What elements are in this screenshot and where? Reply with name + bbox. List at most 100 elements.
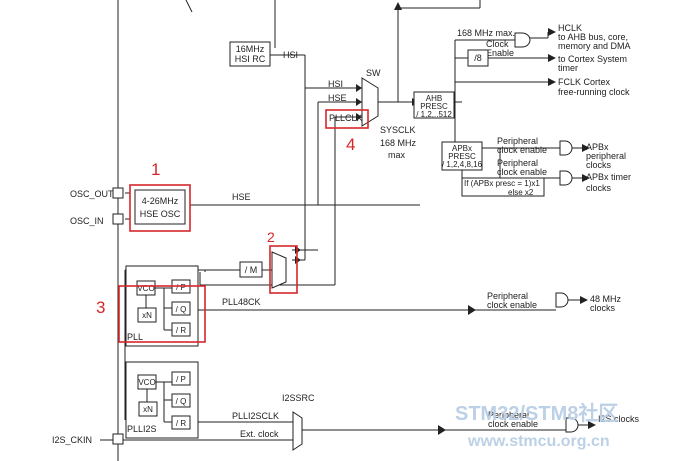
annotation-number-1: 1 — [151, 160, 160, 179]
periph-enable-4-line-2: clock enable — [488, 419, 538, 429]
sw-label: SW — [366, 68, 381, 78]
pll-div-p-label: / P — [176, 283, 186, 292]
usb48-gate — [555, 292, 569, 308]
hsi-rc-block: 16MHz HSI RC — [229, 41, 271, 67]
clk48-label-2: clocks — [590, 303, 616, 313]
apb-periph-gate — [559, 140, 573, 156]
osc-in-label: OSC_IN — [70, 216, 104, 226]
periph-enable-4-line-1: Peripheral — [488, 410, 529, 420]
pll-div-q-label: / Q — [176, 305, 187, 314]
plli2s-vco-label: VCO — [138, 378, 155, 387]
clock-enable-label-2: Enable — [486, 48, 514, 58]
highlight-box-1 — [129, 184, 191, 232]
pllclk-label: PLLCLK — [329, 113, 363, 123]
plli2s-mul-n-label: xN — [143, 405, 153, 414]
clock-enable-label-1: Clock — [486, 39, 509, 49]
highlight-annotations: 1 2 3 4 — [96, 109, 369, 343]
plli2s-block: VCO / P xN / Q / R PLLI2S — [125, 361, 199, 439]
hse-osc-block: 4-26MHz HSE OSC — [134, 189, 186, 225]
i2s-clocks-label: I2S clocks — [598, 414, 640, 424]
pll-main-block: VCO / P xN / Q / R PLL — [125, 265, 199, 347]
osc-out-label: OSC_OUT — [70, 189, 114, 199]
pll-label: PLL — [127, 332, 143, 342]
div-m-box — [239, 261, 263, 278]
i2s-ckin-pin — [112, 433, 124, 445]
hse-osc-label-1: 4-26MHz — [142, 196, 179, 206]
ahb-label-1: AHB — [426, 94, 442, 103]
ahb-prescaler: AHB PRESC / 1,2,..512 — [413, 91, 455, 119]
apbx-label-1: APBx — [452, 144, 472, 153]
watermark-line-2: www.stmcu.org.cn — [467, 433, 610, 450]
watermark-line-1: STM32/STM8社区 — [455, 401, 618, 425]
periph-enable-2-line-2: clock enable — [497, 167, 547, 177]
watermark: STM32/STM8社区 www.stmcu.org.cn — [455, 401, 618, 450]
apbx-periph-label-2: peripheral — [586, 151, 626, 161]
cortex-timer-label-1: to Cortex System — [558, 54, 627, 64]
apbx-periph-label-3: clocks — [586, 160, 612, 170]
hsi-wire-label: HSI — [283, 50, 298, 60]
sysclk-label-3: max — [388, 150, 406, 160]
pll-mul-n-label: xN — [142, 311, 152, 320]
hclk-label-3: memory and DMA — [558, 41, 631, 51]
fclk-label-2: free-running clock — [558, 87, 630, 97]
ext-clock-label: Ext. clock — [240, 429, 279, 439]
pll-div-r-label: / R — [176, 326, 186, 335]
wires — [100, 0, 588, 461]
hsi-rc-label-2: HSI RC — [235, 54, 266, 64]
i2s-ckin-label: I2S_CKIN — [52, 435, 92, 445]
sysclk-label-1: SYSCLK — [380, 125, 416, 135]
periph-enable-2-line-1: Peripheral — [497, 158, 538, 168]
apb-timer-gate — [559, 170, 573, 186]
pll-vco-label: VCO — [137, 284, 154, 293]
div-m-label: / M — [245, 265, 258, 275]
annotation-number-2: 2 — [267, 229, 275, 245]
hclk-label-2: to AHB bus, core, — [558, 32, 628, 42]
ahb-label-2: PRESC — [420, 102, 448, 111]
hsi-rc-label-1: 16MHz — [236, 44, 265, 54]
plli2sclk-label: PLLI2SCLK — [232, 411, 279, 421]
div8-box — [467, 49, 489, 67]
apb-note-line-2: else x2 — [508, 188, 534, 197]
apb-note-box — [461, 177, 545, 197]
sw-hse-label: HSE — [328, 93, 347, 103]
periph-enable-3-line-2: clock enable — [487, 300, 537, 310]
hclk-label-1: HCLK — [558, 23, 582, 33]
highlight-box-3 — [118, 285, 206, 343]
apbx-prescaler: APBx PRESC / 1,2,4,8,16 — [441, 141, 483, 171]
plli2s-div-q-label: / Q — [176, 397, 187, 406]
apbx-label-3: / 1,2,4,8,16 — [442, 160, 483, 169]
periph-enable-1-line-1: Peripheral — [497, 136, 538, 146]
sysclk-label-2: 168 MHz — [380, 138, 417, 148]
sw-mux: SW HSI HSE PLLCLK — [328, 68, 381, 127]
max168-label: 168 MHz max. — [457, 28, 515, 38]
ahb-label-3: / 1,2,..512 — [416, 110, 452, 119]
osc-out-pin — [112, 187, 124, 199]
annotation-number-3: 3 — [96, 298, 105, 317]
plli2s-div-p-label: / P — [176, 375, 186, 384]
hclk-and-gate — [514, 32, 531, 48]
hse-wire-label: HSE — [232, 192, 251, 202]
div8-label: /8 — [474, 53, 482, 63]
apbx-timer-label-2: clocks — [586, 183, 612, 193]
plli2s-label: PLLI2S — [127, 424, 157, 434]
hse-osc-label-2: HSE OSC — [140, 209, 181, 219]
apbx-periph-label-1: APBx — [586, 142, 609, 152]
clk48-label-1: 48 MHz — [590, 294, 622, 304]
periph-enable-3-line-1: Peripheral — [487, 291, 528, 301]
fclk-label-1: FCLK Cortex — [558, 77, 611, 87]
apb-note-line-1: If (APBx presc = 1)x1 — [464, 179, 540, 188]
pll48ck-label: PLL48CK — [222, 297, 261, 307]
cortex-timer-label-2: timer — [558, 63, 578, 73]
highlight-box-4 — [325, 109, 369, 129]
osc-in-pin — [112, 213, 124, 225]
highlight-box-2 — [269, 245, 298, 294]
plli2s-div-r-label: / R — [176, 419, 186, 428]
apbx-label-2: PRESC — [448, 152, 476, 161]
periph-enable-1-line-2: clock enable — [497, 145, 547, 155]
pll-source-mux — [271, 251, 287, 289]
i2s-source-mux — [292, 411, 303, 451]
annotation-number-4: 4 — [346, 135, 355, 154]
arrow-heads — [190, 2, 596, 435]
sw-hsi-label: HSI — [328, 79, 343, 89]
